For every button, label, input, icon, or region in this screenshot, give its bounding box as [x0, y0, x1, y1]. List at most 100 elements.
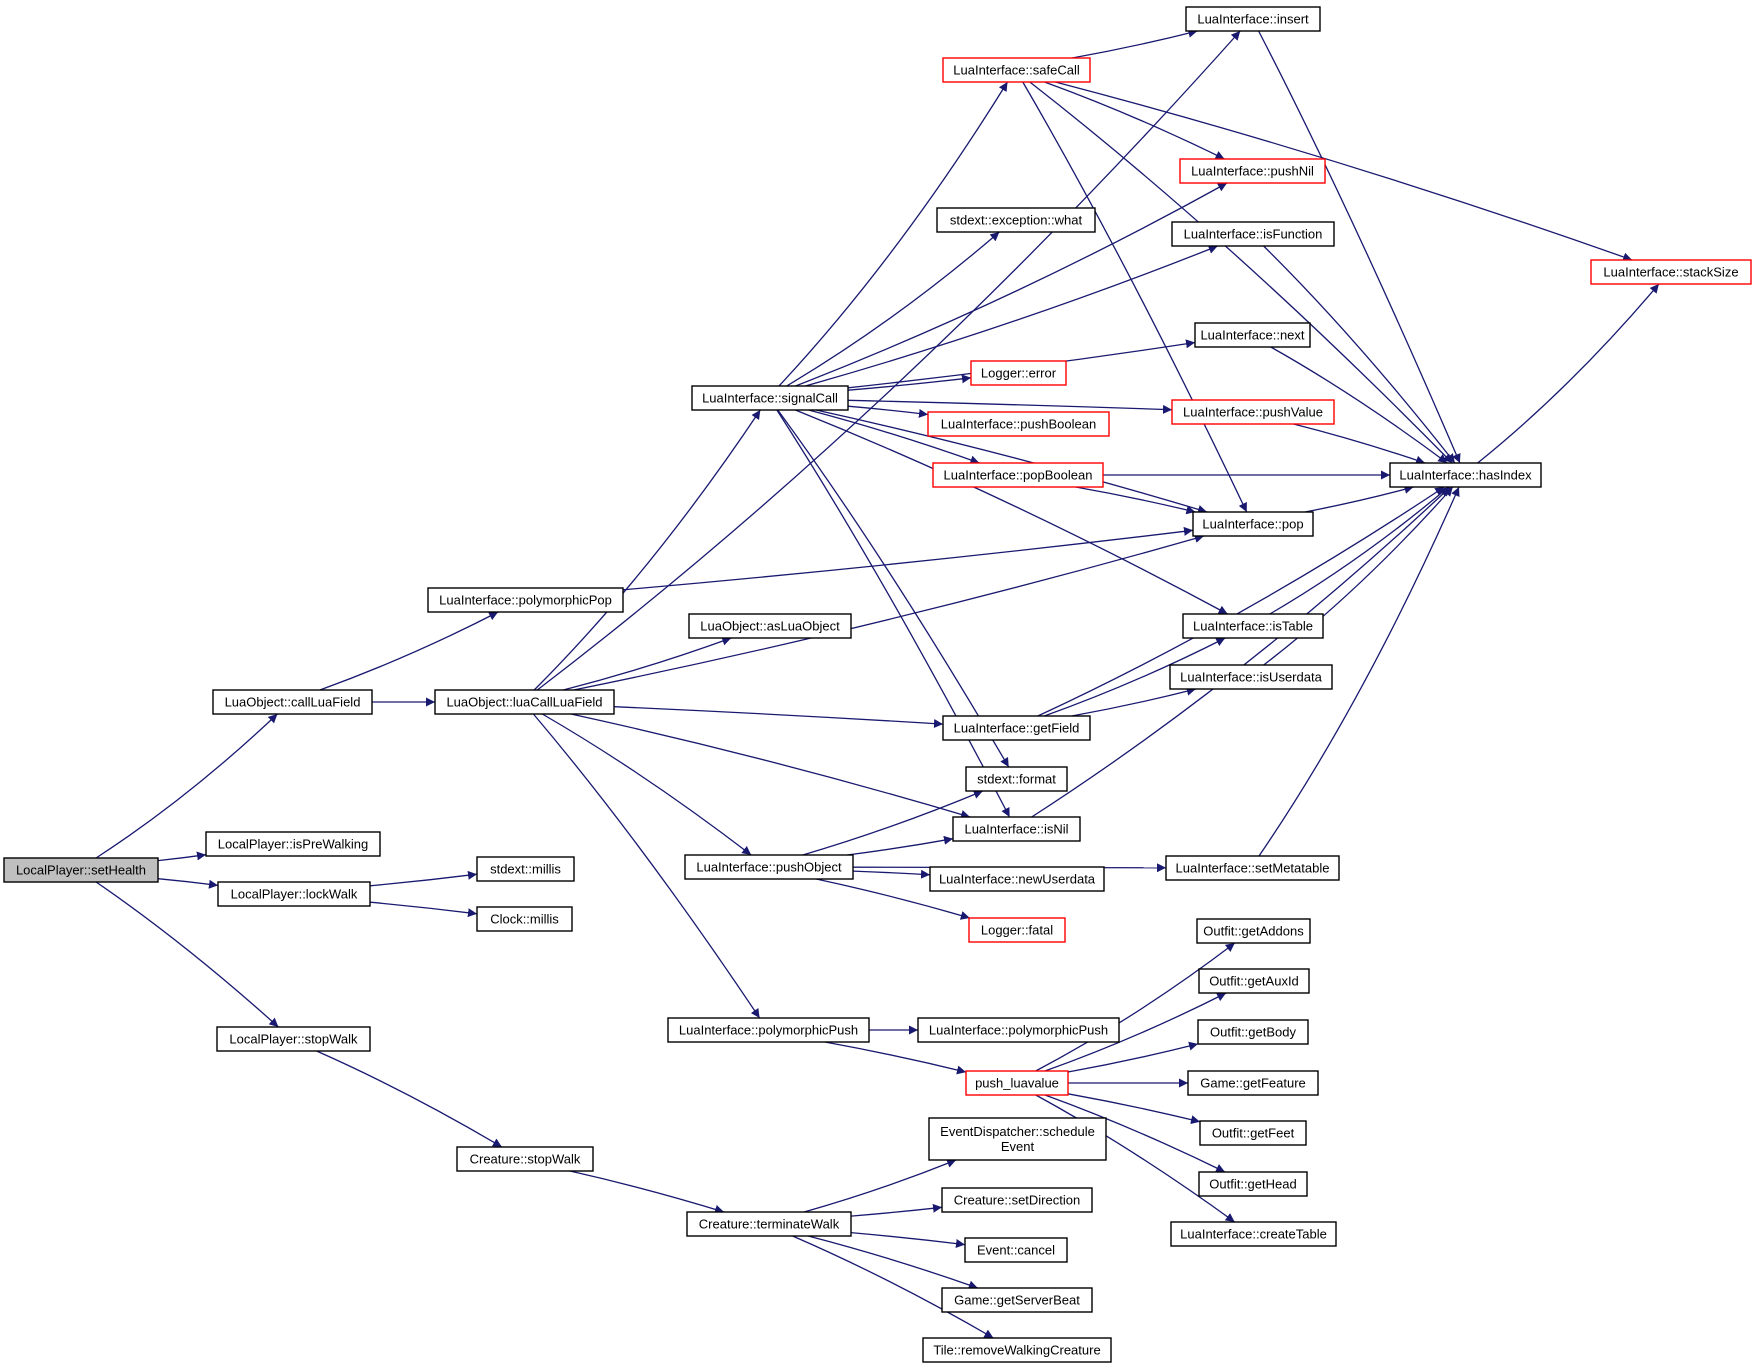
node-pushObject[interactable]: LuaInterface::pushObject — [684, 854, 854, 880]
node-label: LocalPlayer::lockWalk — [231, 887, 358, 902]
node-getBody[interactable]: Outfit::getBody — [1197, 1019, 1309, 1045]
edge-setMetatable-to-hasIndex — [1258, 486, 1460, 857]
node-stopWalkLP[interactable]: LocalPlayer::stopWalk — [216, 1026, 371, 1052]
node-eventCancel[interactable]: Event::cancel — [964, 1237, 1068, 1263]
node-label: LuaInterface::pushValue — [1183, 405, 1323, 420]
edge-setHealth-to-lockWalk — [157, 878, 219, 889]
node-box — [1194, 322, 1311, 348]
edge-pushLuavalue-to-getAddons — [1035, 942, 1236, 1072]
node-setMetatable[interactable]: LuaInterface::setMetatable — [1165, 855, 1340, 881]
node-createTable[interactable]: LuaInterface::createTable — [1170, 1221, 1337, 1247]
node-isTable[interactable]: LuaInterface::isTable — [1182, 613, 1324, 639]
node-isPreWalking[interactable]: LocalPlayer::isPreWalking — [205, 831, 381, 857]
node-polymorphicPop[interactable]: LuaInterface::polymorphicPop — [427, 587, 624, 613]
edge-signalCall-to-pushValue — [847, 399, 1173, 414]
node-getFeature[interactable]: Game::getFeature — [1187, 1070, 1319, 1096]
node-box — [216, 1026, 371, 1052]
node-label: Creature::stopWalk — [470, 1152, 581, 1167]
node-loggerFatal[interactable]: Logger::fatal — [968, 917, 1066, 943]
node-label: LuaInterface::isFunction — [1184, 227, 1323, 242]
node-label: LuaInterface::getField — [954, 721, 1080, 736]
node-box — [1197, 1019, 1309, 1045]
node-insert[interactable]: LuaInterface::insert — [1185, 6, 1321, 32]
node-isNil[interactable]: LuaInterface::isNil — [952, 816, 1081, 842]
node-label: Outfit::getAuxId — [1209, 974, 1299, 989]
node-box — [942, 57, 1091, 83]
node-getServerBeat[interactable]: Game::getServerBeat — [941, 1287, 1093, 1313]
node-label: Event::cancel — [977, 1243, 1055, 1258]
node-pop[interactable]: LuaInterface::pop — [1192, 511, 1314, 537]
node-box — [941, 1287, 1093, 1313]
edge-safeCall-to-pop — [1022, 81, 1248, 513]
node-box — [941, 1187, 1093, 1213]
node-box — [1192, 511, 1314, 537]
node-getAuxId[interactable]: Outfit::getAuxId — [1198, 968, 1310, 994]
node-getFeet[interactable]: Outfit::getFeet — [1199, 1120, 1307, 1146]
node-exceptionWhat[interactable]: stdext::exception::what — [936, 207, 1096, 233]
node-polymorphicPush1[interactable]: LuaInterface::polymorphicPush — [667, 1017, 870, 1043]
node-box — [1198, 1171, 1308, 1197]
node-box — [965, 1070, 1069, 1096]
node-stdextFormat[interactable]: stdext::format — [965, 766, 1068, 792]
edge-pushObject-to-newUserdata — [852, 869, 931, 879]
node-box — [927, 411, 1110, 437]
node-terminateWalk[interactable]: Creature::terminateWalk — [686, 1211, 852, 1237]
node-callLuaField[interactable]: LuaObject::callLuaField — [212, 689, 373, 715]
node-getHead[interactable]: Outfit::getHead — [1198, 1171, 1308, 1197]
node-polymorphicPush2[interactable]: LuaInterface::polymorphicPush — [917, 1017, 1120, 1043]
node-label: Outfit::getFeet — [1212, 1126, 1295, 1141]
node-signalCall[interactable]: LuaInterface::signalCall — [691, 385, 849, 411]
node-asLuaObject[interactable]: LuaObject::asLuaObject — [688, 613, 852, 639]
node-box — [970, 360, 1067, 386]
node-loggerError[interactable]: Logger::error — [970, 360, 1067, 386]
node-setHealth[interactable]: LocalPlayer::setHealth — [3, 857, 159, 883]
edge-stopWalkLP-to-creatureStopWalk — [316, 1050, 503, 1148]
node-removeWalking[interactable]: Tile::removeWalkingCreature — [922, 1337, 1112, 1363]
node-stackSize[interactable]: LuaInterface::stackSize — [1590, 259, 1752, 285]
node-label: LuaObject::asLuaObject — [700, 619, 840, 634]
node-creatureStopWalk[interactable]: Creature::stopWalk — [456, 1146, 594, 1172]
node-stdextMillis[interactable]: stdext::millis — [476, 856, 575, 882]
node-pushBoolean[interactable]: LuaInterface::pushBoolean — [927, 411, 1110, 437]
node-getField[interactable]: LuaInterface::getField — [942, 715, 1091, 741]
node-box — [1171, 399, 1335, 425]
edge-isTable-to-hasIndex — [1269, 486, 1450, 615]
node-box — [434, 689, 615, 715]
node-lockWalk[interactable]: LocalPlayer::lockWalk — [217, 881, 371, 907]
edge-popBoolean-to-pop — [1075, 486, 1196, 515]
edge-pushLuavalue-to-getFeet — [1067, 1093, 1201, 1125]
node-label: stdext::format — [977, 772, 1056, 787]
node-pushLuavalue[interactable]: push_luavalue — [965, 1070, 1069, 1096]
node-hasIndex[interactable]: LuaInterface::hasIndex — [1389, 462, 1542, 488]
edge-safeCall-to-stackSize — [1055, 81, 1633, 262]
node-popBoolean[interactable]: LuaInterface::popBoolean — [932, 462, 1104, 488]
edge-safeCall-to-insert — [1071, 28, 1198, 59]
node-box — [1590, 259, 1752, 285]
node-next[interactable]: LuaInterface::next — [1194, 322, 1311, 348]
node-isUserdata[interactable]: LuaInterface::isUserdata — [1169, 664, 1333, 690]
node-luaCallLuaField[interactable]: LuaObject::luaCallLuaField — [434, 689, 615, 715]
node-box — [928, 1117, 1107, 1161]
node-pushNil[interactable]: LuaInterface::pushNil — [1179, 158, 1326, 184]
node-box — [1170, 1221, 1337, 1247]
node-newUserdata[interactable]: LuaInterface::newUserdata — [929, 866, 1105, 892]
node-isFunction[interactable]: LuaInterface::isFunction — [1171, 221, 1335, 247]
node-box — [1198, 968, 1310, 994]
edge-polymorphicPop-to-pop — [622, 526, 1194, 591]
node-safeCall[interactable]: LuaInterface::safeCall — [942, 57, 1091, 83]
node-pushValue[interactable]: LuaInterface::pushValue — [1171, 399, 1335, 425]
node-setDirection[interactable]: Creature::setDirection — [941, 1187, 1093, 1213]
node-box — [968, 917, 1066, 943]
node-label: LocalPlayer::stopWalk — [229, 1032, 358, 1047]
edge-polymorphicPush1-to-pushLuavalue — [824, 1041, 967, 1075]
node-label: LuaInterface::stackSize — [1603, 265, 1738, 280]
node-box — [476, 856, 575, 882]
edge-luaCallLuaField-to-isNil — [570, 713, 971, 819]
node-label: LuaInterface::isNil — [964, 822, 1068, 837]
edge-signalCall-to-stdextFormat — [777, 409, 1010, 768]
node-label: Outfit::getAddons — [1203, 924, 1304, 939]
node-getAddons[interactable]: Outfit::getAddons — [1196, 918, 1311, 944]
node-label: LuaInterface::safeCall — [953, 63, 1080, 78]
node-clockMillis[interactable]: Clock::millis — [476, 906, 573, 932]
